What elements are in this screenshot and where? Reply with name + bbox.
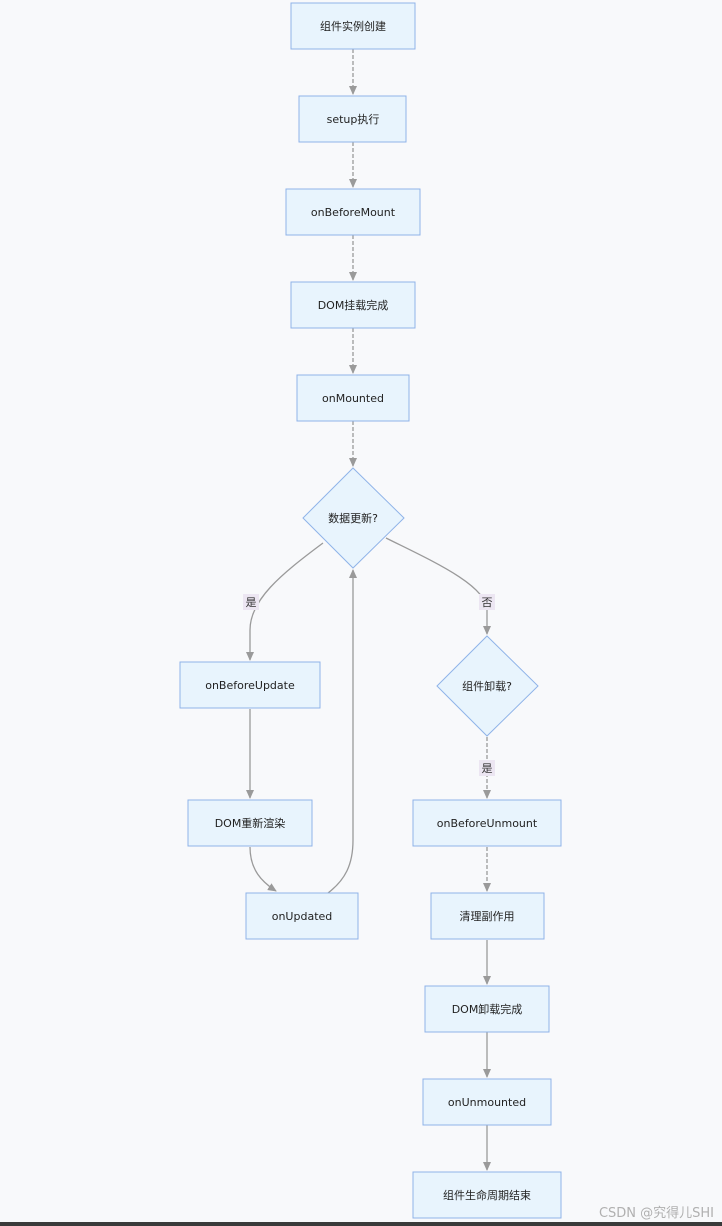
edge-label-bg-no-update [479, 594, 495, 610]
node-before-unmount-label: onBeforeUnmount [437, 817, 538, 830]
node-before-unmount-box [412, 799, 562, 847]
node-unmount-check-diamond [436, 635, 539, 737]
node-unmount-check-label: 组件卸载? [462, 679, 512, 693]
node-cleanup-box [430, 892, 545, 940]
edge-updated-loop-decision [327, 569, 357, 894]
bottom-bar [0, 1222, 722, 1226]
node-unmounted-box [422, 1078, 552, 1126]
edge-label-bg-yes-unmount [479, 760, 495, 776]
node-before-update-label: onBeforeUpdate [205, 679, 295, 692]
node-create-label: 组件实例创建 [320, 19, 386, 33]
node-before-update-box [179, 661, 321, 709]
node-end-box [412, 1171, 562, 1219]
node-dom-mount-box [290, 281, 416, 329]
node-create-box [290, 2, 416, 50]
node-dom-unmount-label: DOM卸载完成 [452, 1002, 523, 1016]
node-mounted-label: onMounted [322, 392, 384, 405]
node-dom-unmount-box [424, 985, 550, 1033]
node-updated-box [245, 892, 359, 940]
node-dom-mount-label: DOM挂载完成 [318, 298, 389, 312]
edge-decision-yes-beforeupdate [246, 542, 324, 661]
node-setup-box [298, 95, 407, 143]
node-cleanup-label: 清理副作用 [460, 910, 515, 923]
node-dom-rerender-label: DOM重新渲染 [215, 816, 286, 830]
node-before-mount-label: onBeforeMount [311, 206, 396, 219]
node-end-label: 组件生命周期结束 [443, 1188, 531, 1202]
edge-decision-no-unmountcheck [385, 537, 491, 635]
node-setup-label: setup执行 [327, 112, 380, 126]
node-data-update-label: 数据更新? [328, 511, 378, 525]
edge-label-bg-yes-update [243, 594, 259, 610]
node-data-update-diamond [302, 467, 405, 569]
node-before-mount-box [285, 188, 421, 236]
edge-label-no-update: 否 [482, 596, 493, 609]
node-unmounted-label: onUnmounted [448, 1096, 526, 1109]
node-mounted-box [296, 374, 410, 422]
edge-dom-rerender-updated [249, 846, 277, 892]
watermark: CSDN @究得儿SHI [598, 1206, 714, 1221]
edge-label-yes-unmount: 是 [482, 762, 493, 775]
edge-label-yes-update: 是 [246, 596, 257, 609]
node-dom-rerender-box [187, 799, 313, 847]
node-updated-label: onUpdated [272, 910, 333, 923]
